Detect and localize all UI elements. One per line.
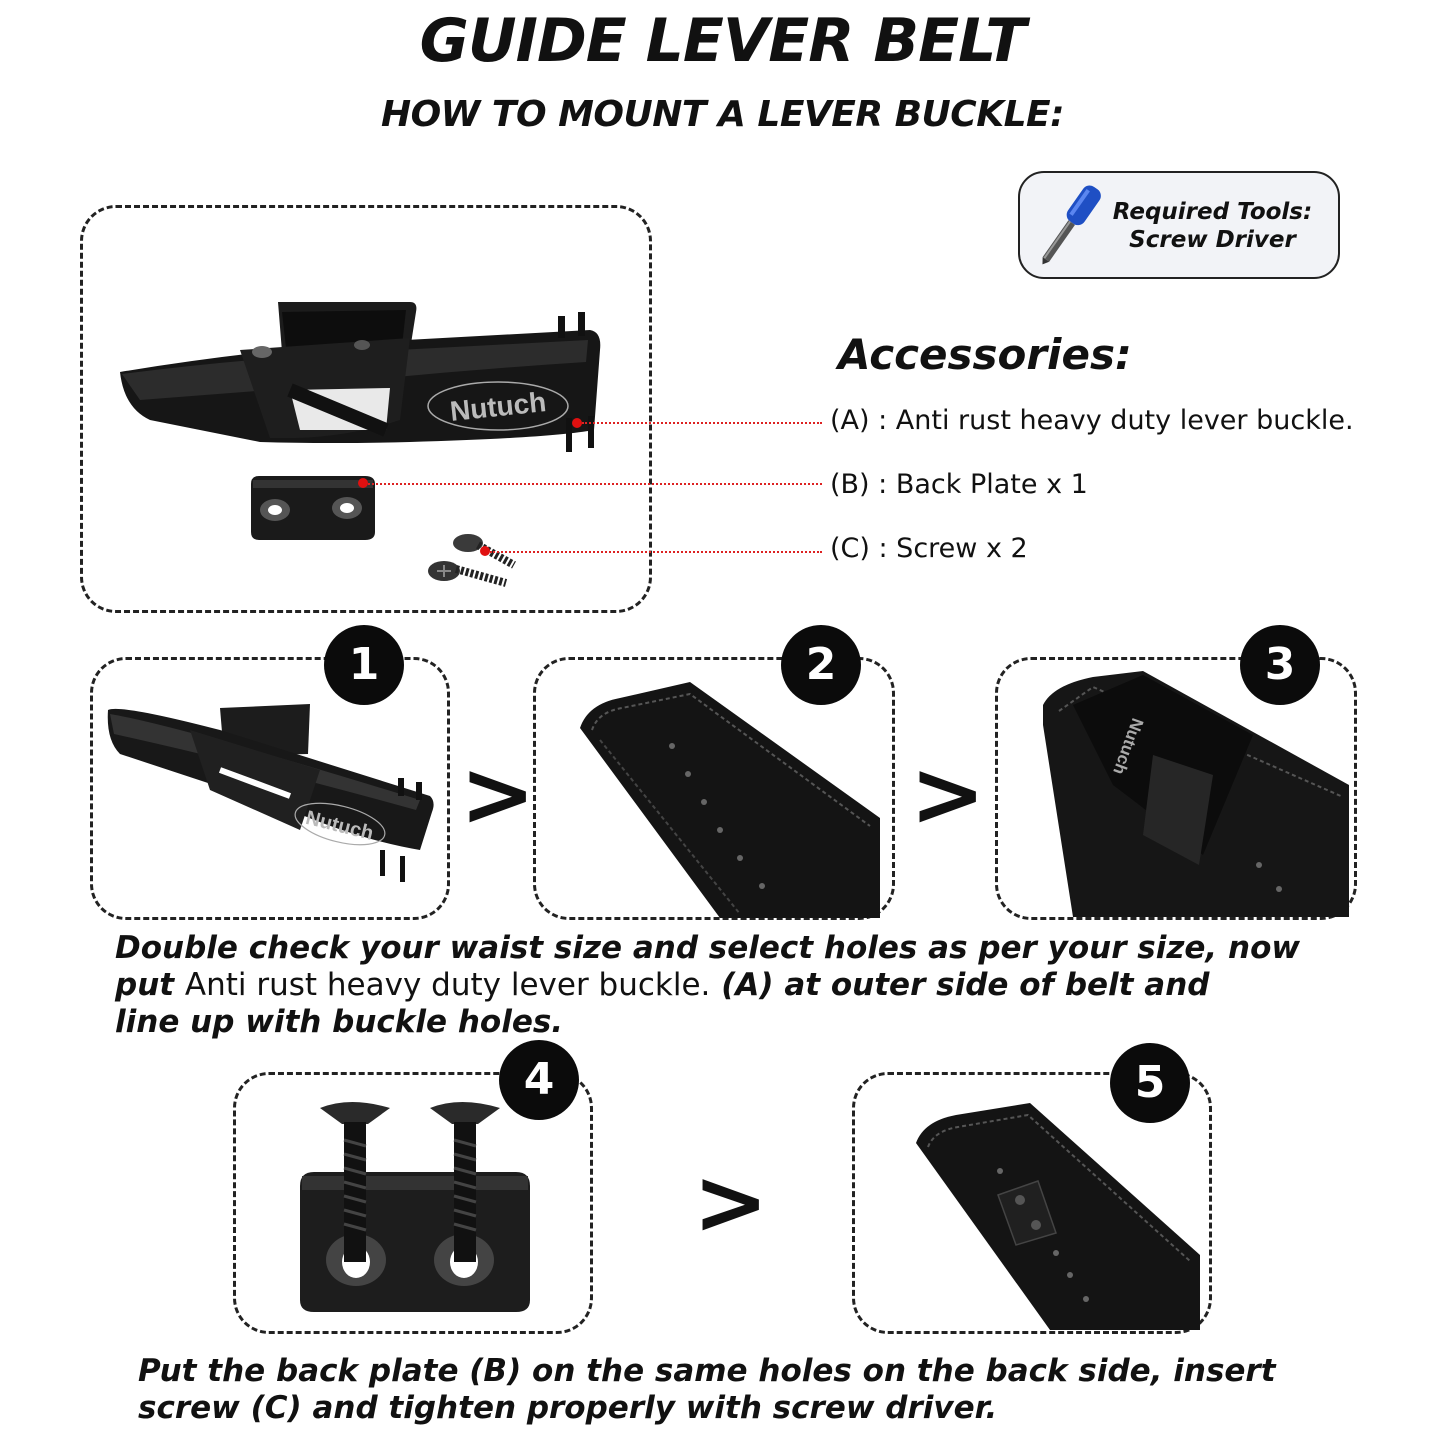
screwdriver-icon xyxy=(1035,178,1105,273)
required-tools-label: Required Tools: Screw Driver xyxy=(1090,198,1335,254)
instruction-2-line-2: screw (C) and tighten properly with scre… xyxy=(138,1390,998,1426)
instruction-1-line-2-plain: Anti rust heavy duty lever buckle. xyxy=(184,967,711,1003)
back-plate-image xyxy=(245,470,380,545)
lever-buckle-image: Nutuch xyxy=(110,290,620,470)
step-3-badge: 3 xyxy=(1240,625,1320,705)
page-subtitle: HOW TO MOUNT A LEVER BUCKLE: xyxy=(380,94,1065,135)
instruction-paragraph-2: Put the back plate (B) on the same holes… xyxy=(138,1353,1276,1427)
step-arrow-2: > xyxy=(910,742,986,847)
leader-line-b xyxy=(368,483,822,485)
leader-dot-c xyxy=(480,546,490,556)
accessories-title: Accessories: xyxy=(838,330,1132,379)
instruction-paragraph-1: Double check your waist size and select … xyxy=(115,930,1300,1041)
screws-image xyxy=(420,525,520,595)
step-2-belt-image xyxy=(540,668,888,918)
step-4-badge: 4 xyxy=(499,1040,579,1120)
leader-line-c xyxy=(490,551,822,553)
instruction-1-line-3: line up with buckle holes. xyxy=(115,1004,564,1040)
leader-dot-a xyxy=(572,418,582,428)
step-2-badge: 2 xyxy=(781,625,861,705)
step-3-belt-image: Nutuch xyxy=(1003,665,1351,917)
step-1-badge: 1 xyxy=(324,625,404,705)
step-arrow-1: > xyxy=(460,742,536,847)
instruction-1-line-2: put Anti rust heavy duty lever buckle. (… xyxy=(115,967,1300,1004)
step-5-belt-image xyxy=(860,1085,1206,1330)
accessory-item-c: (C) : Screw x 2 xyxy=(830,533,1028,564)
required-tools-line1: Required Tools: xyxy=(1112,199,1313,225)
accessory-item-b: (B) : Back Plate x 1 xyxy=(830,469,1088,500)
instruction-1-line-2-start: put xyxy=(115,967,185,1003)
leader-dot-b xyxy=(358,478,368,488)
required-tools-line2: Screw Driver xyxy=(1129,227,1296,253)
instruction-1-line-2-end: (A) at outer side of belt and xyxy=(710,967,1210,1003)
leader-line-a xyxy=(582,422,822,424)
step-arrow-3: > xyxy=(693,1150,769,1255)
step-4-plate-screws-image xyxy=(280,1090,550,1320)
accessory-item-a: (A) : Anti rust heavy duty lever buckle. xyxy=(830,405,1354,436)
step-1-image: Nutuch xyxy=(100,690,440,890)
page-title: GUIDE LEVER BELT xyxy=(419,6,1027,76)
instruction-1-line-1: Double check your waist size and select … xyxy=(115,930,1301,966)
instruction-2-line-1: Put the back plate (B) on the same holes… xyxy=(138,1353,1276,1389)
step-5-badge: 5 xyxy=(1110,1043,1190,1123)
